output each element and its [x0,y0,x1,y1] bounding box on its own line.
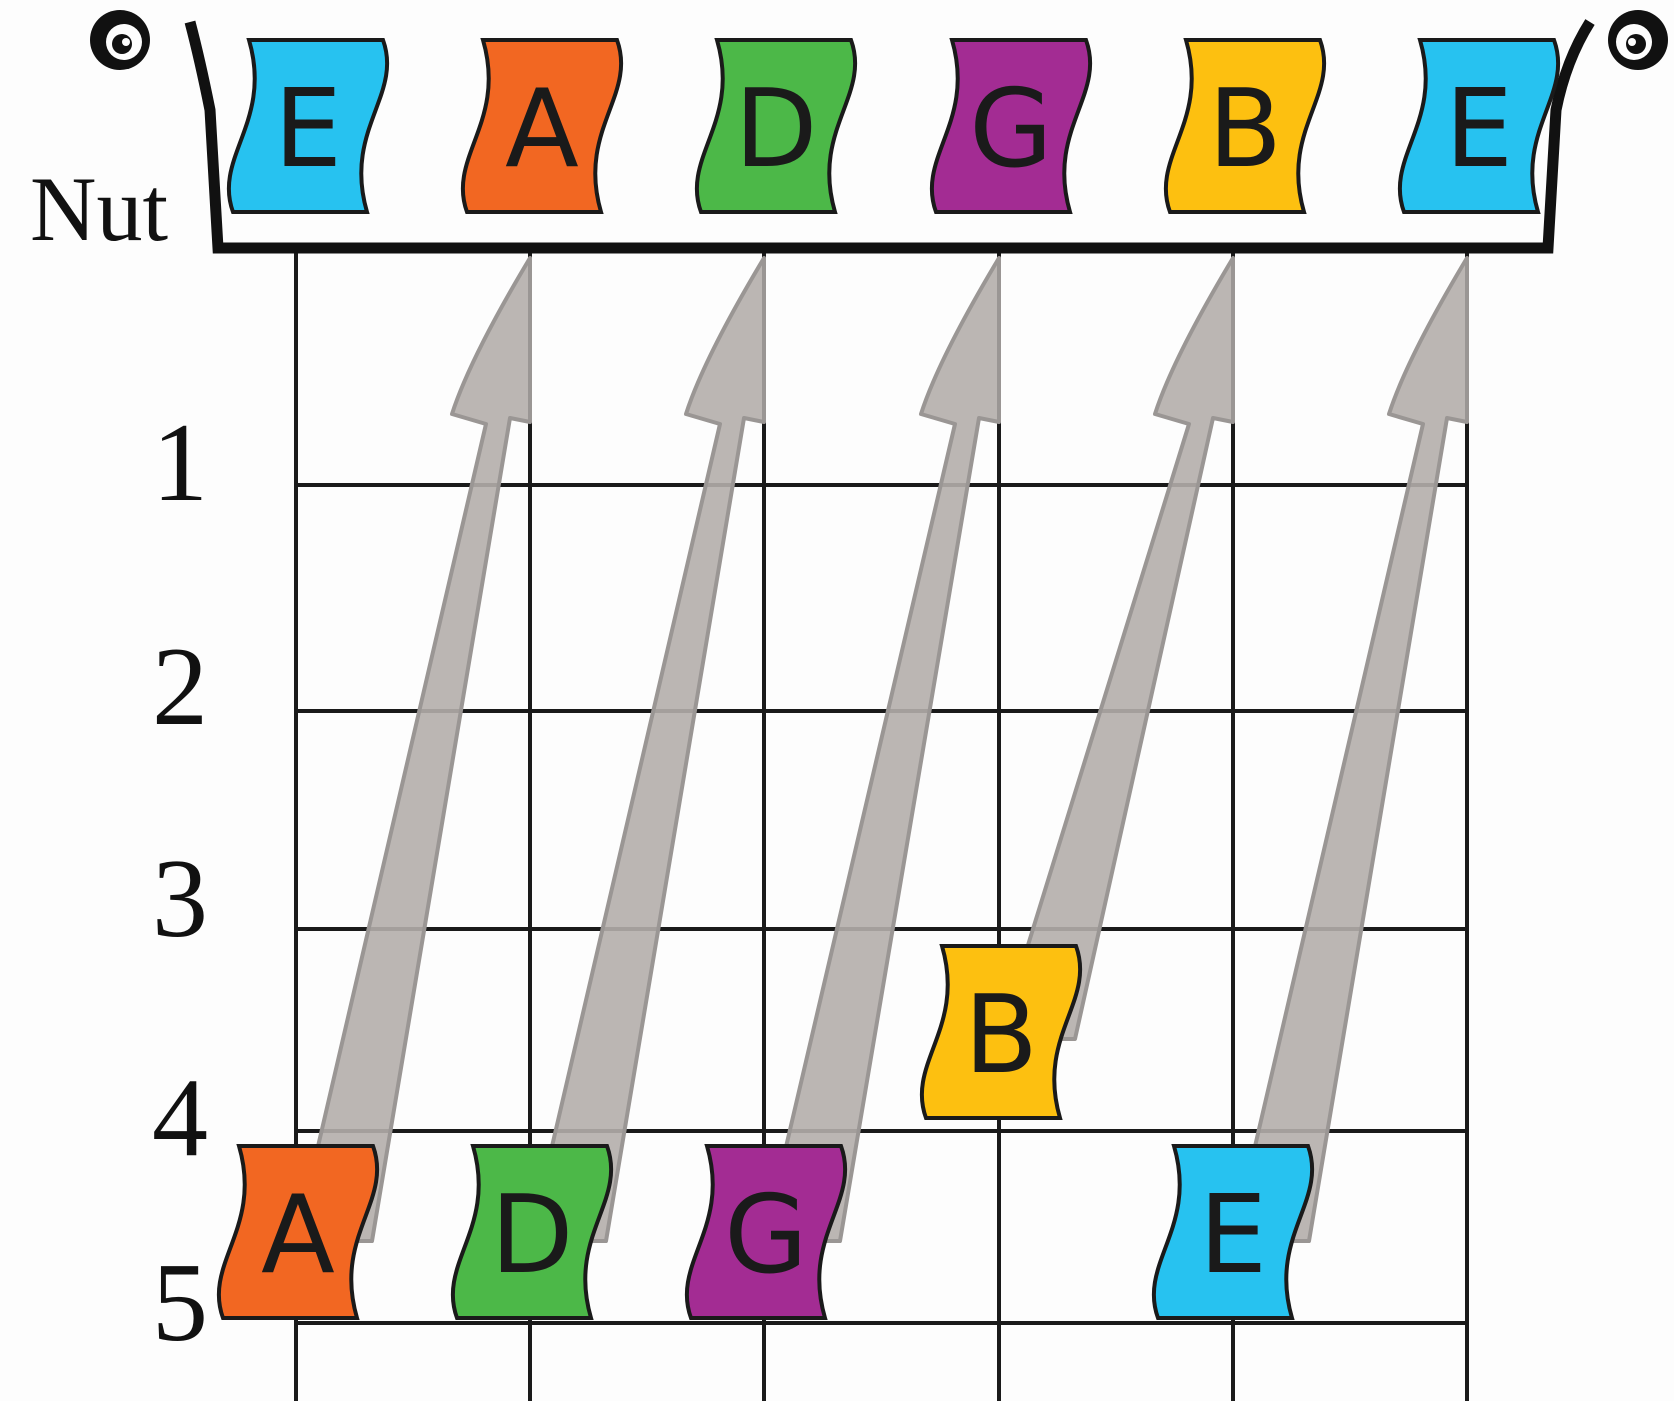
open-string-flag-1-shape [226,38,390,214]
open-string-flag-5-label: B [1208,67,1282,192]
open-string-flag-3: D [694,38,858,214]
fretted-note-flag-E-5: E [1151,1144,1315,1320]
tuning-arrow-1 [294,256,532,1243]
fretted-note-flag-G-3: G [684,1144,848,1320]
tuning-arrow-5 [1231,256,1469,1243]
open-string-flag-2: A [460,38,624,214]
tuning-arrow-4 [997,256,1235,1041]
fretted-note-flag-D-2-label: D [490,1173,573,1298]
fretted-note-flag-G-3-shape [684,1144,848,1320]
fretted-note-flag-G-3-label: G [724,1173,808,1298]
fret-number-5: 5 [152,1241,208,1365]
open-string-flag-4-label: G [969,67,1053,192]
fretted-note-flag-B-4: B [919,944,1083,1120]
open-string-flag-1-label: E [274,67,342,192]
open-string-flag-6-label: E [1445,67,1513,192]
fretted-note-flag-A-1-label: A [261,1173,335,1298]
tuning-arrows [294,256,1469,1243]
open-string-flag-6: E [1397,38,1561,214]
fretted-note-flag-D-2: D [450,1144,614,1320]
open-string-flag-6-shape [1397,38,1561,214]
fretted-note-flag-D-2-shape [450,1144,614,1320]
fret-number-4: 4 [152,1056,208,1180]
open-string-flag-1: E [226,38,390,214]
fretted-note-flag-B-4-label: B [964,973,1038,1098]
left-scroll-icon [90,10,150,70]
fret-number-2: 2 [152,625,208,749]
fretted-note-flag-A-1-shape [216,1144,380,1320]
tuning-arrow-3 [762,256,1001,1243]
tuning-arrow-2 [528,256,766,1243]
fretted-note-flag-E-5-label: E [1199,1173,1267,1298]
open-string-flag-2-shape [460,38,624,214]
open-string-flag-5-shape [1163,38,1327,214]
open-string-flag-4-shape [929,38,1093,214]
open-string-flag-3-shape [694,38,858,214]
fret-number-3: 3 [152,837,208,961]
labels: Nut 1 2 3 4 5 [30,158,208,1365]
nut-outline [184,19,1595,254]
fretted-note-flag-A-1: A [216,1144,380,1320]
nut-bracket [90,10,1668,254]
note-flags: E A D G B E A D G B E [216,38,1561,1320]
open-string-flag-4: G [929,38,1093,214]
open-string-flag-3-label: D [734,67,817,192]
right-scroll-icon [1608,10,1668,70]
fretted-note-flag-E-5-shape [1151,1144,1315,1320]
open-string-flag-2-label: A [505,67,579,192]
fretted-note-flag-B-4-shape [919,944,1083,1120]
nut-label: Nut [30,158,168,260]
open-string-flag-5: B [1163,38,1327,214]
fret-number-1: 1 [152,401,208,525]
